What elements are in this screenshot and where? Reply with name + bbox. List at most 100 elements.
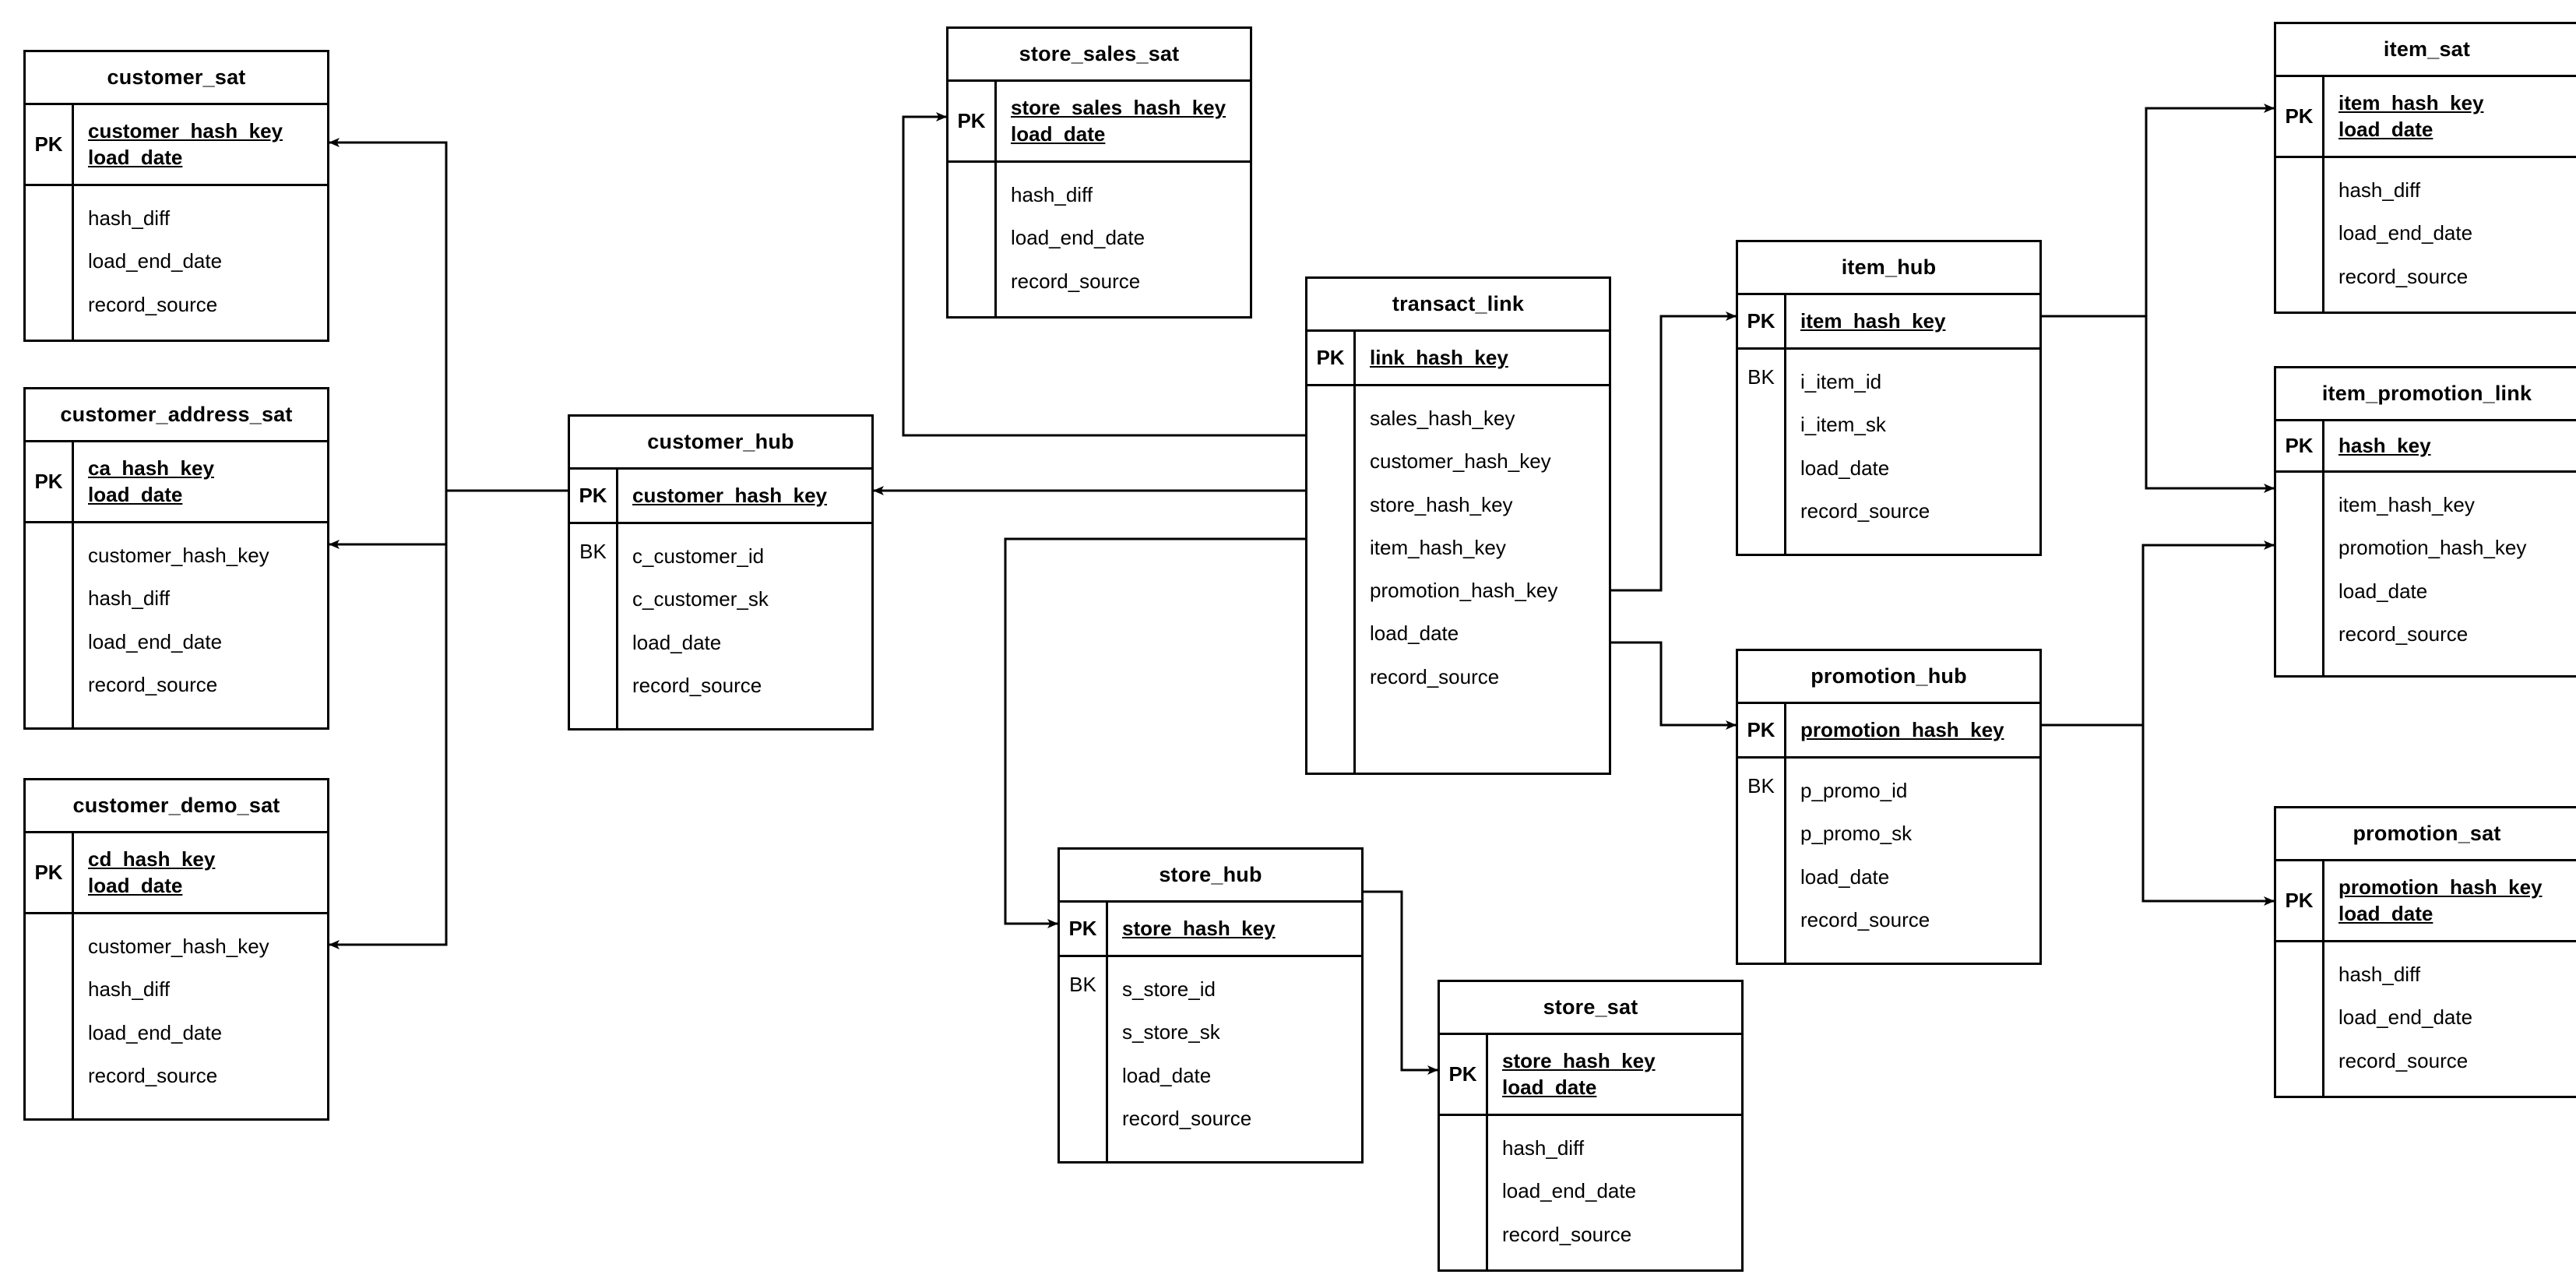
pk-field: load_date [88, 145, 183, 169]
pk-field-list: item_hash_key [1786, 295, 2039, 347]
attribute-field: customer_hash_key [1370, 449, 1551, 474]
attribute-field: load_end_date [88, 249, 223, 273]
attribute-field: load_date [1122, 1063, 1212, 1087]
bk-label: BK [1738, 759, 1786, 963]
primary-key-section: PK item_hash_key [1738, 295, 2039, 350]
relationship-store-hub-to-store-sat [1364, 890, 1438, 1075]
relationship-hub-to-customer-demo-sat [329, 544, 448, 949]
attribute-field: record_source [1011, 269, 1141, 293]
relationship-promotion-hub-to-promotion-sat [2141, 725, 2275, 906]
pk-field-list: link_hash_key [1356, 332, 1609, 384]
attribute-field: customer_hash_key [88, 935, 269, 958]
attribute-field: load_date [2338, 579, 2428, 603]
pk-field: link_hash_key [1370, 345, 1508, 369]
entity-title: customer_address_sat [26, 389, 327, 442]
pk-field: store_sales_hash_key [1011, 96, 1226, 120]
pk-label: PK [1307, 332, 1356, 384]
pk-label: PK [1060, 903, 1108, 955]
entity-title: item_sat [2276, 24, 2576, 77]
attribute-field: i_item_sk [1800, 413, 1886, 437]
pk-label: PK [2276, 861, 2324, 940]
pk-label: PK [570, 470, 618, 522]
pk-field-list: customer_hash_key [618, 470, 871, 522]
attribute-field: hash_diff [88, 206, 171, 230]
attribute-field: promotion_hash_key [2338, 536, 2527, 560]
pk-field: ca_hash_key [88, 456, 214, 481]
attribute-field: customer_hash_key [88, 544, 269, 567]
pk-label: PK [2276, 421, 2324, 470]
attribute-field: load_end_date [88, 629, 223, 653]
attribute-field: record_source [88, 672, 218, 696]
pk-field-list: promotion_hash_key [1786, 704, 2039, 756]
attribute-key-spacer [26, 186, 74, 340]
attribute-field: record_source [1800, 498, 1930, 523]
pk-field: customer_hash_key [632, 483, 828, 507]
attribute-field: s_store_id [1122, 977, 1216, 1001]
entity-title: store_hub [1060, 850, 1361, 903]
attribute-field: c_customer_sk [632, 587, 769, 611]
pk-label: PK [26, 105, 74, 184]
pk-field: customer_hash_key [88, 119, 283, 143]
bk-label: BK [1738, 350, 1786, 554]
pk-field: item_hash_key [1800, 308, 1946, 333]
attribute-field: s_store_sk [1122, 1020, 1220, 1044]
attribute-field: record_source [88, 1063, 218, 1087]
pk-field: load_date [1502, 1075, 1597, 1099]
entity-title: store_sat [1440, 982, 1741, 1035]
entity-title: item_hub [1738, 242, 2039, 295]
attribute-field: store_hash_key [1370, 492, 1513, 516]
pk-field-list: hash_key [2324, 421, 2576, 470]
entity-title: promotion_hub [1738, 651, 2039, 704]
attribute-field: hash_diff [2338, 963, 2421, 986]
attribute-field: load_end_date [1502, 1179, 1637, 1203]
primary-key-section: PK customer_hash_key [570, 470, 871, 524]
entity-title: customer_sat [26, 52, 327, 105]
attribute-field: load_date [632, 630, 722, 654]
attribute-field: hash_diff [1011, 183, 1093, 206]
pk-field: cd_hash_key [88, 847, 216, 871]
entity-title: transact_link [1307, 279, 1609, 332]
attribute-key-spacer [1307, 386, 1356, 773]
attribute-field: record_source [632, 673, 762, 697]
pk-label: PK [1440, 1035, 1488, 1114]
pk-label: PK [1738, 295, 1786, 347]
